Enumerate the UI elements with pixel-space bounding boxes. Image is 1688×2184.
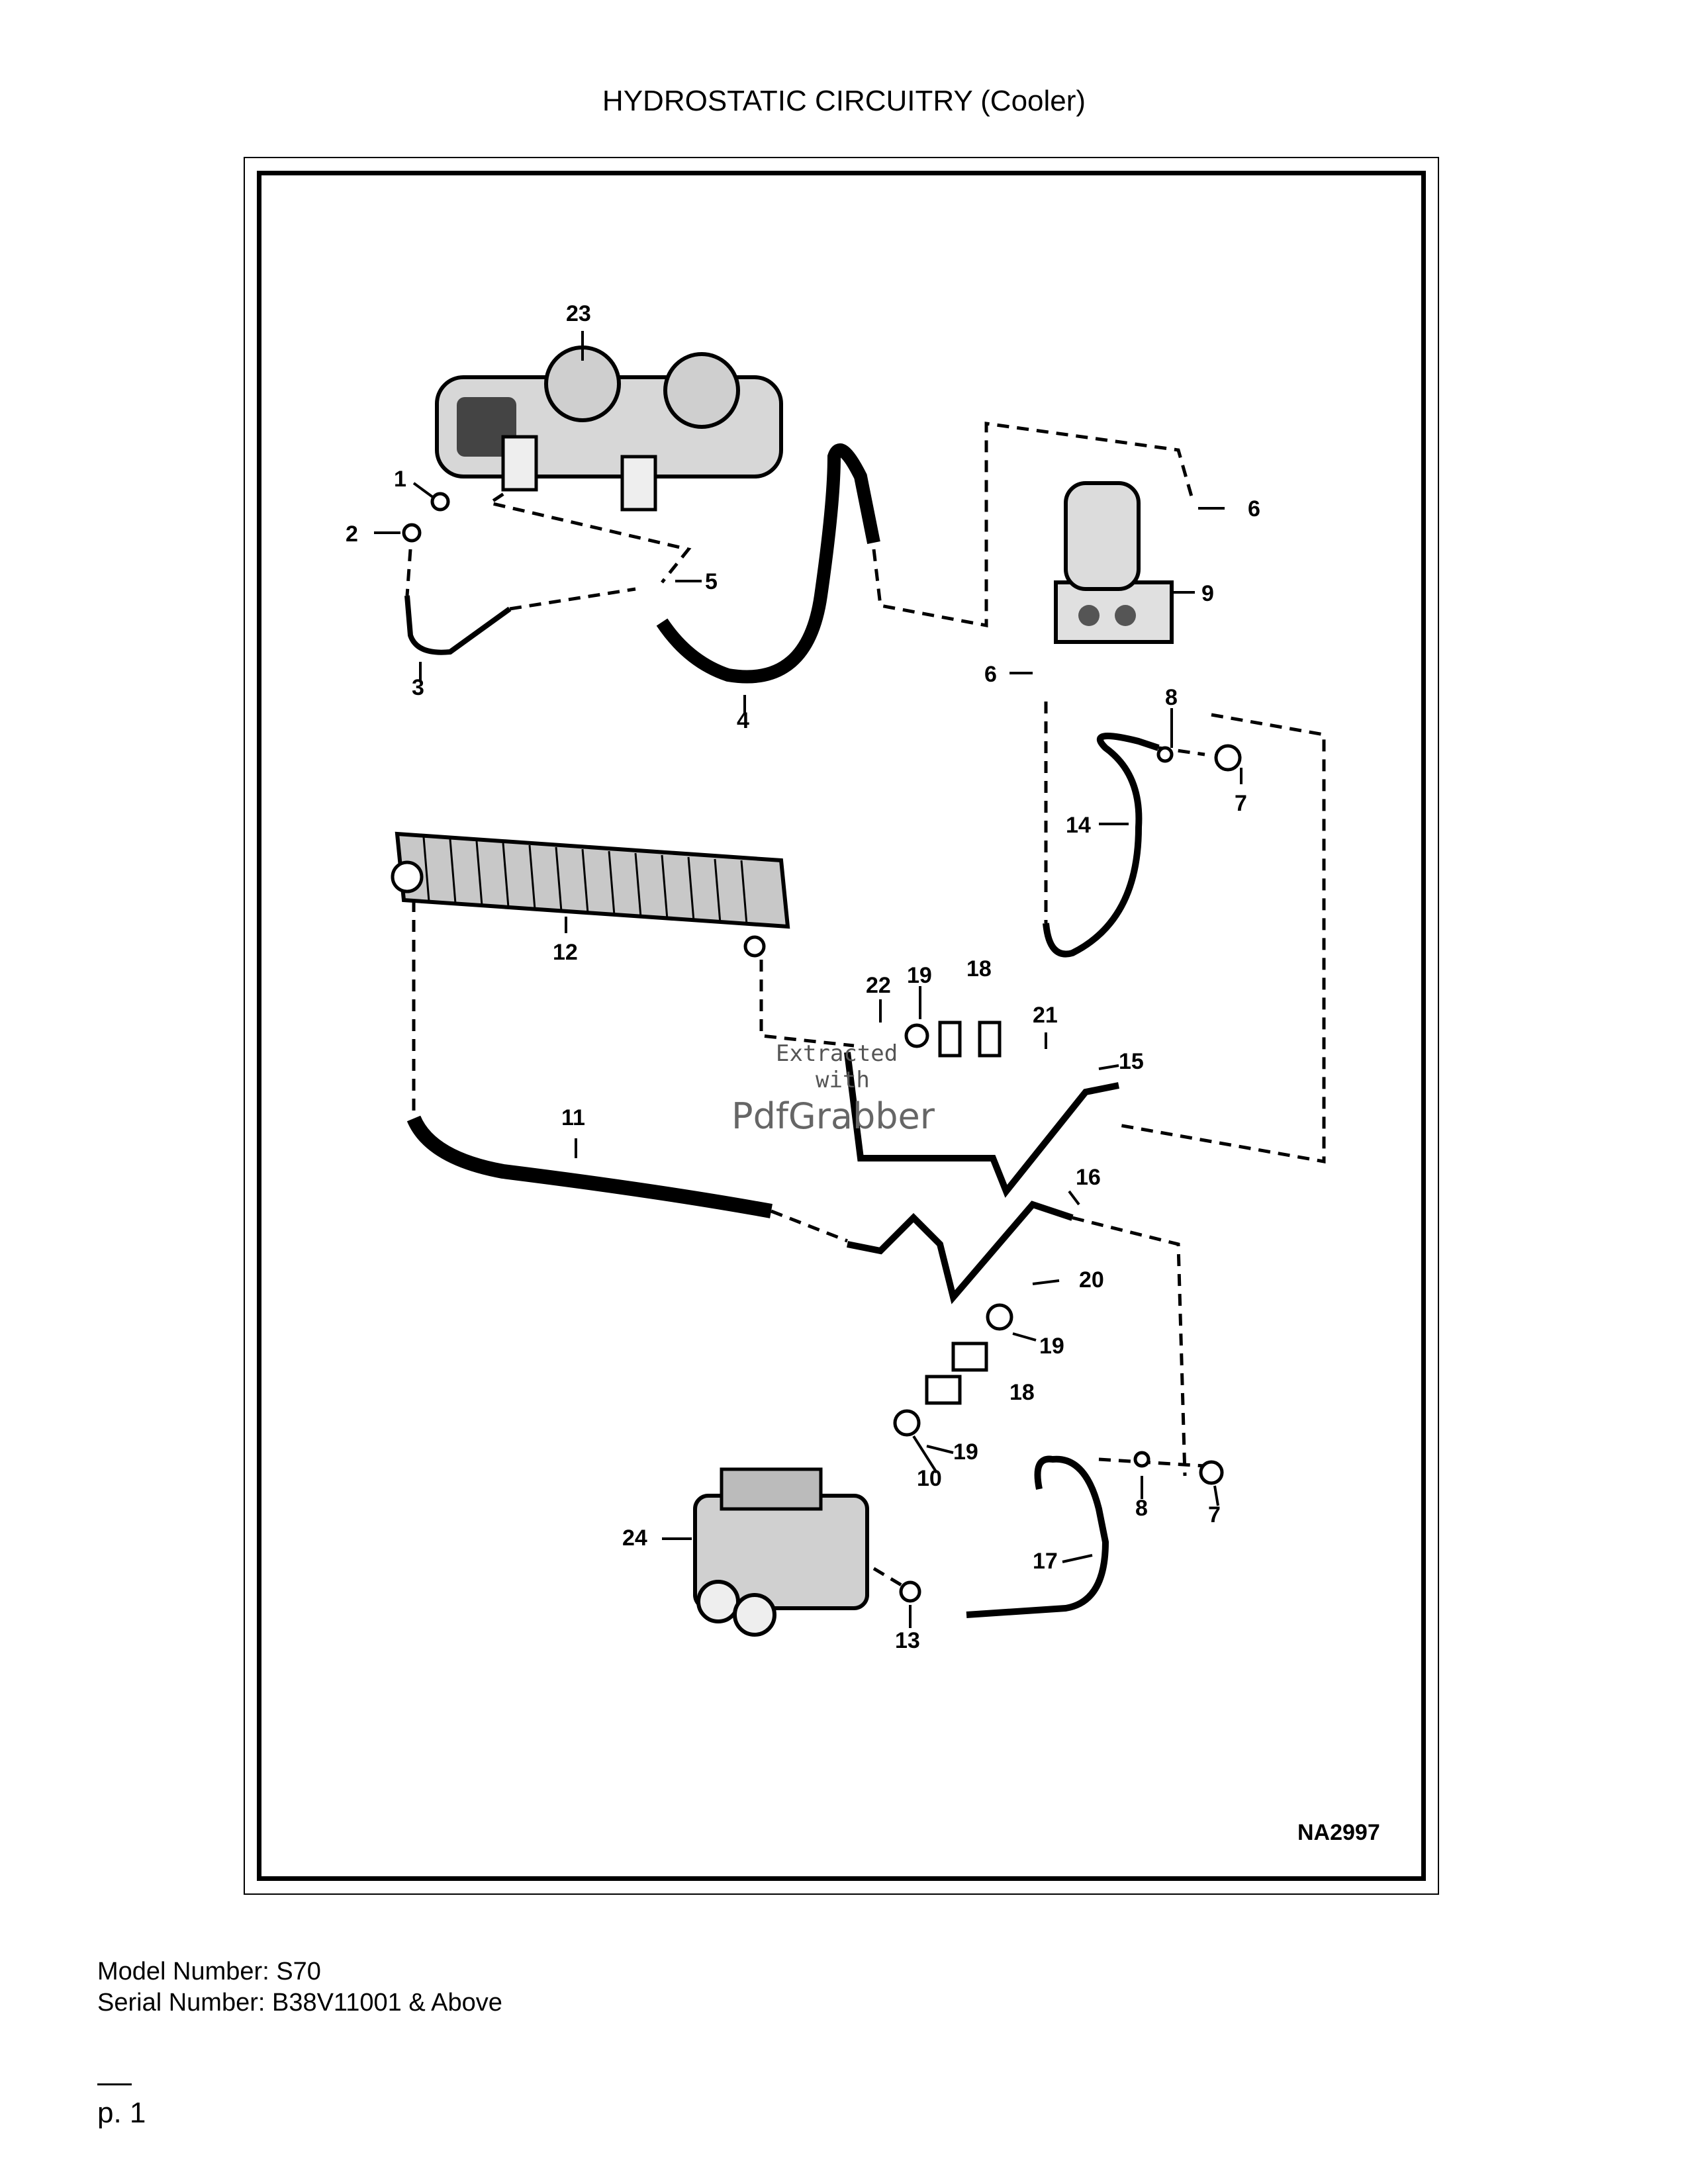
callout-17: 17	[1033, 1549, 1058, 1574]
tube-16	[847, 1201, 1074, 1304]
callout-22: 22	[866, 973, 891, 998]
callout-numbers: 23 1 2 3 5 4 6 9 6 8 7 14 12 22 19 18 21…	[346, 301, 1260, 1653]
callout-12: 12	[553, 940, 578, 965]
callout-8b: 8	[1135, 1496, 1148, 1521]
tube-14	[1043, 733, 1160, 958]
figure-code: NA2997	[1297, 1820, 1380, 1845]
hose-4	[656, 443, 880, 684]
page-title: HYDROSTATIC CIRCUITRY (Cooler)	[602, 85, 1086, 117]
callout-19a: 19	[907, 963, 932, 988]
callout-6a: 6	[1248, 496, 1260, 522]
callout-6b: 6	[984, 662, 997, 687]
tube-17	[966, 1455, 1109, 1618]
callout-18a: 18	[966, 956, 992, 981]
dashed-connection-lines	[405, 422, 1326, 1590]
callout-13: 13	[895, 1628, 920, 1653]
callout-4: 4	[737, 708, 749, 733]
callout-leaders	[374, 331, 1243, 1628]
page-number: p. 1	[97, 2097, 146, 2129]
callout-20: 20	[1079, 1267, 1104, 1293]
callout-1: 1	[394, 467, 406, 492]
callout-21: 21	[1033, 1003, 1058, 1028]
callout-9: 9	[1201, 581, 1214, 606]
callout-16: 16	[1076, 1165, 1101, 1190]
callout-23: 23	[566, 301, 591, 326]
filter-9	[1054, 481, 1174, 644]
callout-15: 15	[1119, 1049, 1144, 1074]
small-fittings	[402, 492, 1242, 1603]
page-separator	[97, 2083, 132, 2085]
callout-7a: 7	[1235, 791, 1247, 816]
figure-inner-border	[257, 171, 1426, 1881]
watermark-line1: Extracted	[776, 1040, 898, 1067]
control-valve-24	[693, 1467, 869, 1637]
serial-number: Serial Number: B38V11001 & Above	[97, 1989, 502, 2017]
figure-outer-border	[244, 157, 1439, 1895]
callout-19c: 19	[953, 1439, 978, 1465]
callout-8a: 8	[1165, 685, 1178, 710]
hose-11	[406, 1115, 773, 1218]
callout-24: 24	[622, 1525, 647, 1551]
callout-18b: 18	[1009, 1380, 1035, 1405]
tube-3	[404, 595, 512, 655]
callout-3: 3	[412, 675, 424, 700]
callout-7b: 7	[1208, 1502, 1221, 1527]
callout-19b: 19	[1039, 1334, 1064, 1359]
watermark-line3: PdfGrabber	[731, 1095, 935, 1137]
watermark-line2: with	[816, 1067, 870, 1093]
callout-5: 5	[705, 569, 718, 594]
callout-2: 2	[346, 522, 358, 547]
callout-10: 10	[917, 1466, 942, 1491]
hydrostatic-pump	[435, 345, 783, 512]
oil-cooler-12	[391, 831, 790, 958]
callout-11: 11	[561, 1105, 585, 1130]
callout-14: 14	[1066, 813, 1091, 838]
model-number: Model Number: S70	[97, 1958, 321, 1985]
tube-15	[844, 1052, 1119, 1198]
